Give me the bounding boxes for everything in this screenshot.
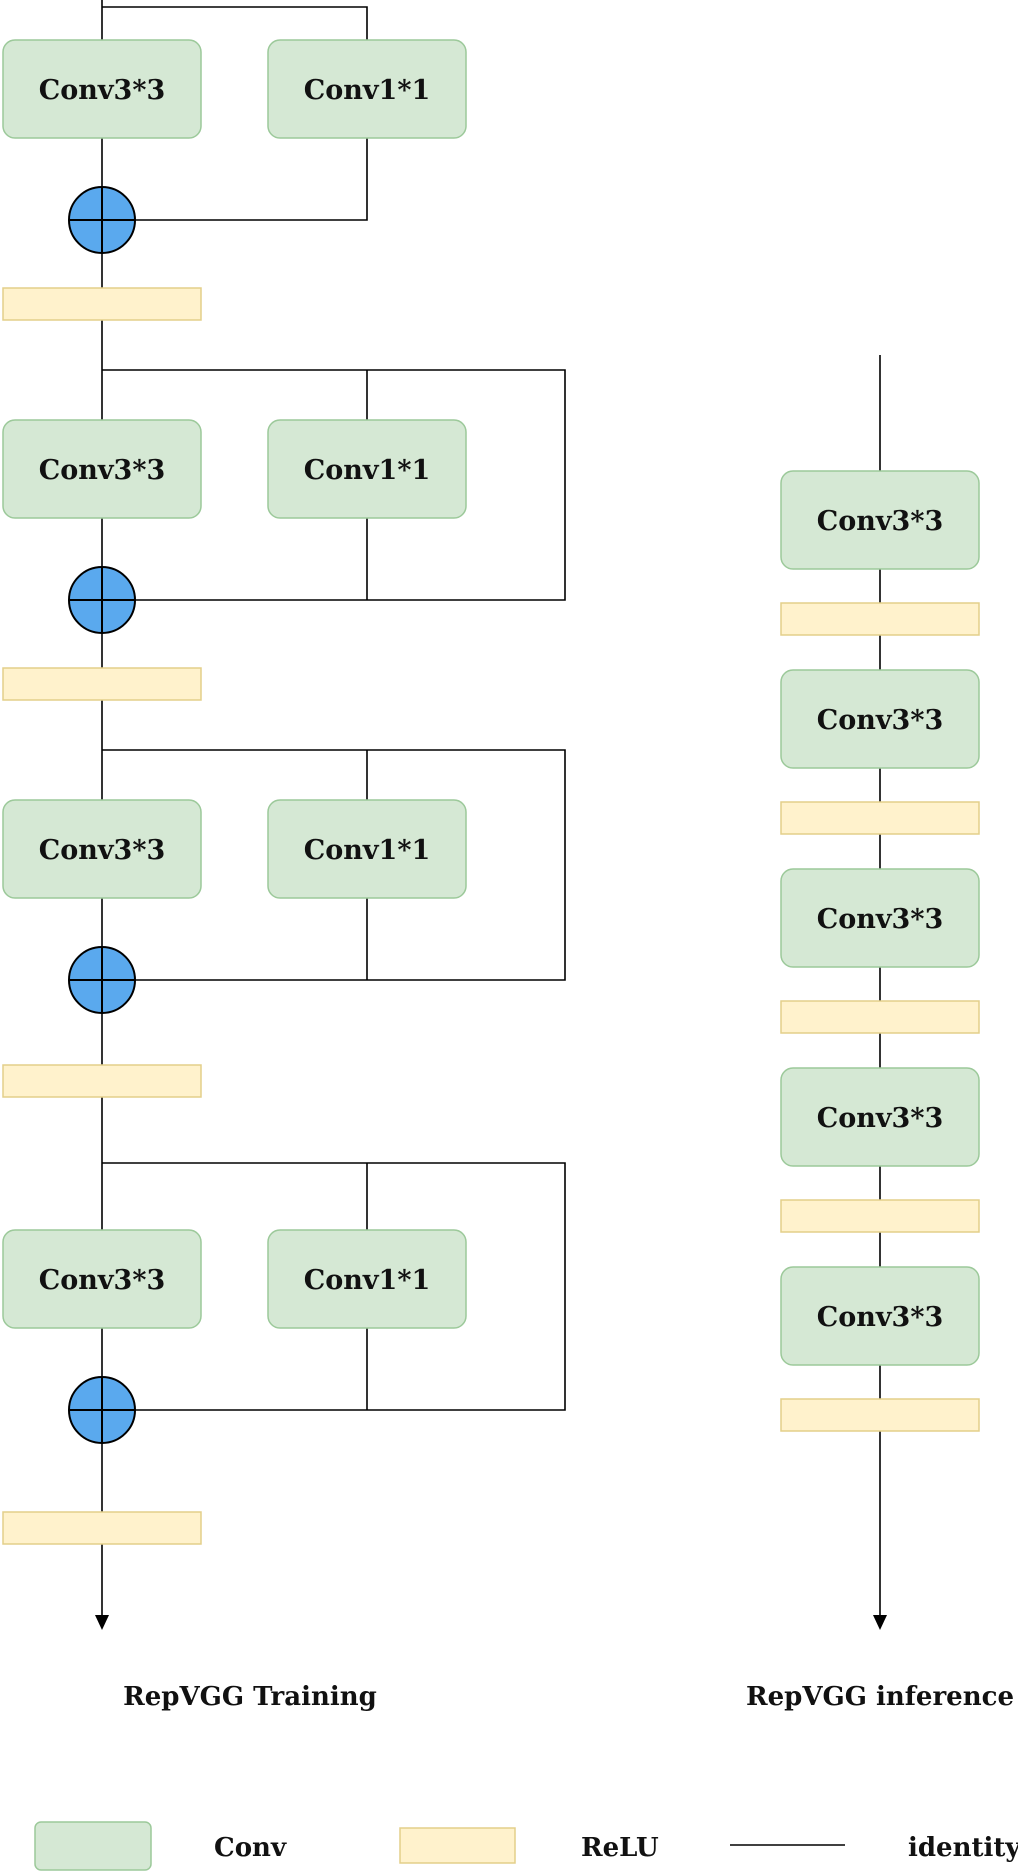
identity-branch-line: [102, 1162, 566, 1411]
conv3x3-label: Conv3*3: [39, 835, 166, 866]
conv3x3-label: Conv3*3: [39, 75, 166, 106]
inference-block-3: Conv3*3: [780, 868, 980, 1034]
legend-relu-swatch: [399, 1827, 516, 1864]
conv3x3-label: Conv3*3: [39, 455, 166, 486]
identity-branch-line: [102, 369, 566, 601]
conv1x1-label: Conv1*1: [304, 1265, 431, 1296]
conv3x3-block: [2, 419, 202, 519]
conv3x3-block: [780, 868, 980, 968]
training-block-1: Conv3*3 Conv1*1: [2, 6, 467, 321]
conv3x3-label: Conv3*3: [817, 705, 944, 736]
conv3x3-label: Conv3*3: [817, 506, 944, 537]
relu-block: [780, 1398, 980, 1432]
relu-block: [780, 602, 980, 636]
conv1x1-block: [267, 39, 467, 139]
legend: Conv ReLU identity: [34, 1821, 1018, 1871]
conv1x1-label: Conv1*1: [304, 75, 431, 106]
conv3x3-label: Conv3*3: [817, 1302, 944, 1333]
identity-branch-line: [102, 749, 566, 981]
relu-block: [2, 1064, 202, 1098]
relu-block: [780, 1000, 980, 1034]
training-block-4: Conv3*3 Conv1*1: [2, 1162, 566, 1545]
legend-identity-label: identity: [908, 1833, 1018, 1863]
conv3x3-block: [2, 799, 202, 899]
inference-output-arrowhead: [873, 1615, 887, 1630]
conv3x3-label: Conv3*3: [817, 904, 944, 935]
legend-conv-swatch: [34, 1821, 152, 1871]
inference-block-2: Conv3*3: [780, 669, 980, 835]
conv3x3-label: Conv3*3: [39, 1265, 166, 1296]
relu-block: [780, 801, 980, 835]
conv1x1-block: [267, 799, 467, 899]
inference-block-5: Conv3*3: [780, 1266, 980, 1432]
conv1x1-label: Conv1*1: [304, 835, 431, 866]
conv3x3-block: [780, 470, 980, 570]
inference-block-4: Conv3*3: [780, 1067, 980, 1233]
relu-block: [2, 1511, 202, 1545]
relu-block: [780, 1199, 980, 1233]
conv3x3-block: [780, 669, 980, 769]
conv3x3-block: [2, 1229, 202, 1329]
conv3x3-block: [780, 1266, 980, 1366]
conv1x1-label: Conv1*1: [304, 455, 431, 486]
training-block-3: Conv3*3 Conv1*1: [2, 749, 566, 1098]
conv1x1-block: [267, 419, 467, 519]
conv3x3-label: Conv3*3: [817, 1103, 944, 1134]
conv1x1-block: [267, 1229, 467, 1329]
legend-conv-label: Conv: [214, 1833, 287, 1863]
relu-block: [2, 667, 202, 701]
training-column: Conv3*3 Conv1*1 Conv3*3 Conv1*1: [2, 0, 566, 1712]
output-arrowhead: [95, 1615, 109, 1630]
conv3x3-block: [780, 1067, 980, 1167]
relu-block: [2, 287, 202, 321]
training-caption: RepVGG Training: [123, 1682, 377, 1712]
inference-block-1: Conv3*3: [780, 470, 980, 636]
inference-column: Conv3*3 Conv3*3 Conv3*3 Conv3*3 Conv3*3 …: [746, 355, 1014, 1712]
training-block-2: Conv3*3 Conv1*1: [2, 369, 566, 701]
legend-relu-label: ReLU: [581, 1833, 659, 1863]
conv3x3-block: [2, 39, 202, 139]
inference-caption: RepVGG inference: [746, 1682, 1014, 1712]
